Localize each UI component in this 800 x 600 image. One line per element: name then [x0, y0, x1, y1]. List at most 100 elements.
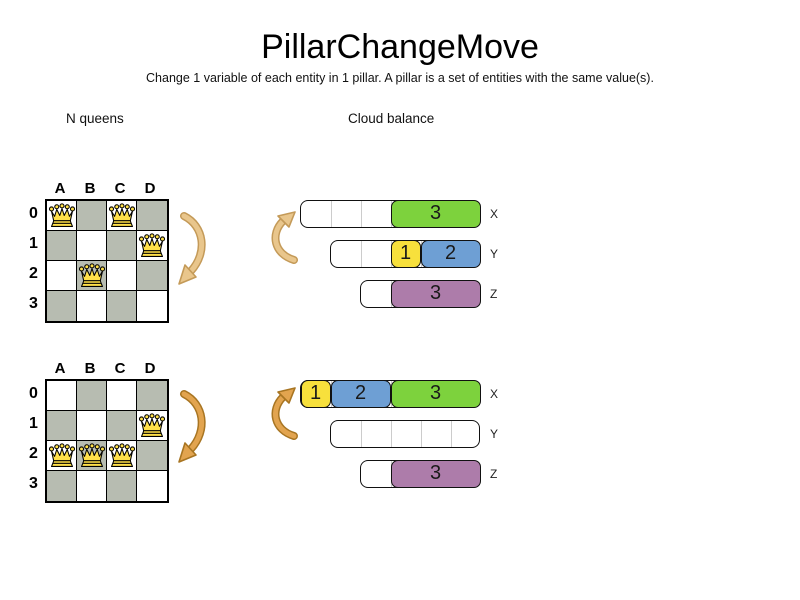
process-block: 1 — [300, 379, 331, 408]
bar-label: Y — [490, 427, 499, 441]
row-label: 2 — [29, 265, 38, 282]
column-label: A — [54, 360, 66, 377]
segment-divider — [451, 421, 452, 447]
queen-icon — [48, 203, 75, 227]
segment-divider — [361, 421, 362, 447]
board-cell — [77, 411, 107, 441]
board-cell — [77, 441, 107, 471]
row-labels: 0 1 2 3 — [24, 199, 43, 319]
board-cell — [47, 411, 77, 441]
board-cell — [107, 291, 137, 321]
queen-icon — [108, 203, 135, 227]
column-label: C — [114, 360, 126, 377]
board-cell — [77, 471, 107, 501]
process-block: 3 — [390, 379, 481, 408]
page-title: PillarChangeMove — [261, 28, 539, 66]
segment-divider — [421, 421, 422, 447]
board-cell — [47, 441, 77, 471]
queen-icon — [108, 443, 135, 467]
segment-divider — [361, 201, 362, 227]
segment-divider — [331, 201, 332, 227]
row-label: 0 — [29, 385, 38, 402]
column-label: A — [54, 180, 66, 197]
queen-icon — [138, 233, 166, 257]
computer-capacity-bar: 3 — [360, 279, 481, 308]
board-cell — [47, 231, 77, 261]
row-label: 3 — [29, 295, 38, 312]
board-cell — [137, 441, 167, 471]
board-cell — [137, 261, 167, 291]
column-label: D — [144, 180, 156, 197]
row-label: 0 — [29, 205, 38, 222]
queen-icon — [138, 413, 166, 437]
bar-label: Z — [490, 287, 498, 301]
column-label: C — [114, 180, 126, 197]
board-cell — [47, 381, 77, 411]
board-cell — [107, 201, 137, 231]
board-cell — [107, 381, 137, 411]
process-block: 2 — [330, 379, 391, 408]
bar-label: X — [490, 207, 499, 221]
board-cell — [77, 261, 107, 291]
bar-label: Y — [490, 247, 499, 261]
board-cell — [77, 231, 107, 261]
board-cell — [137, 381, 167, 411]
chessboard — [45, 199, 169, 323]
row-label: 3 — [29, 475, 38, 492]
board-cell — [47, 201, 77, 231]
computer-capacity-bar — [330, 420, 480, 448]
board-cell — [137, 411, 167, 441]
computer-capacity-bar: 3 — [360, 459, 481, 488]
board-cell — [137, 231, 167, 261]
board-cell — [137, 471, 167, 501]
bar-label: X — [490, 387, 499, 401]
move-down-arrow-icon — [178, 390, 206, 463]
row-label: 1 — [29, 235, 38, 252]
queen-icon — [78, 263, 105, 287]
board-cell — [77, 201, 107, 231]
board-cell — [137, 291, 167, 321]
board-cell — [107, 411, 137, 441]
row-label: 1 — [29, 415, 38, 432]
move-down-arrow-icon — [178, 212, 206, 285]
chessboard — [45, 379, 169, 503]
section-heading-cloud-balance: Cloud balance — [348, 111, 435, 126]
column-label: B — [84, 360, 96, 377]
bar-label: Z — [490, 467, 498, 481]
computer-capacity-bar: 3 — [300, 199, 481, 228]
board-cell — [107, 441, 137, 471]
board-cell — [137, 201, 167, 231]
board-cell — [77, 291, 107, 321]
cloud-bar-row: Y — [300, 420, 520, 448]
board-cell — [77, 381, 107, 411]
move-up-arrow-icon — [271, 387, 298, 440]
board-cell — [107, 261, 137, 291]
board-cell — [107, 231, 137, 261]
process-block: 1 — [390, 239, 421, 268]
board-cell — [107, 471, 137, 501]
segment-divider — [391, 421, 392, 447]
queen-icon — [48, 443, 75, 467]
section-heading-nqueens: N queens — [66, 111, 124, 126]
board-cell — [47, 471, 77, 501]
process-block: 3 — [390, 459, 481, 488]
process-block: 3 — [390, 199, 481, 228]
move-up-arrow-icon — [271, 211, 298, 264]
queen-icon — [78, 443, 105, 467]
process-block: 3 — [390, 279, 481, 308]
board-cell — [47, 261, 77, 291]
